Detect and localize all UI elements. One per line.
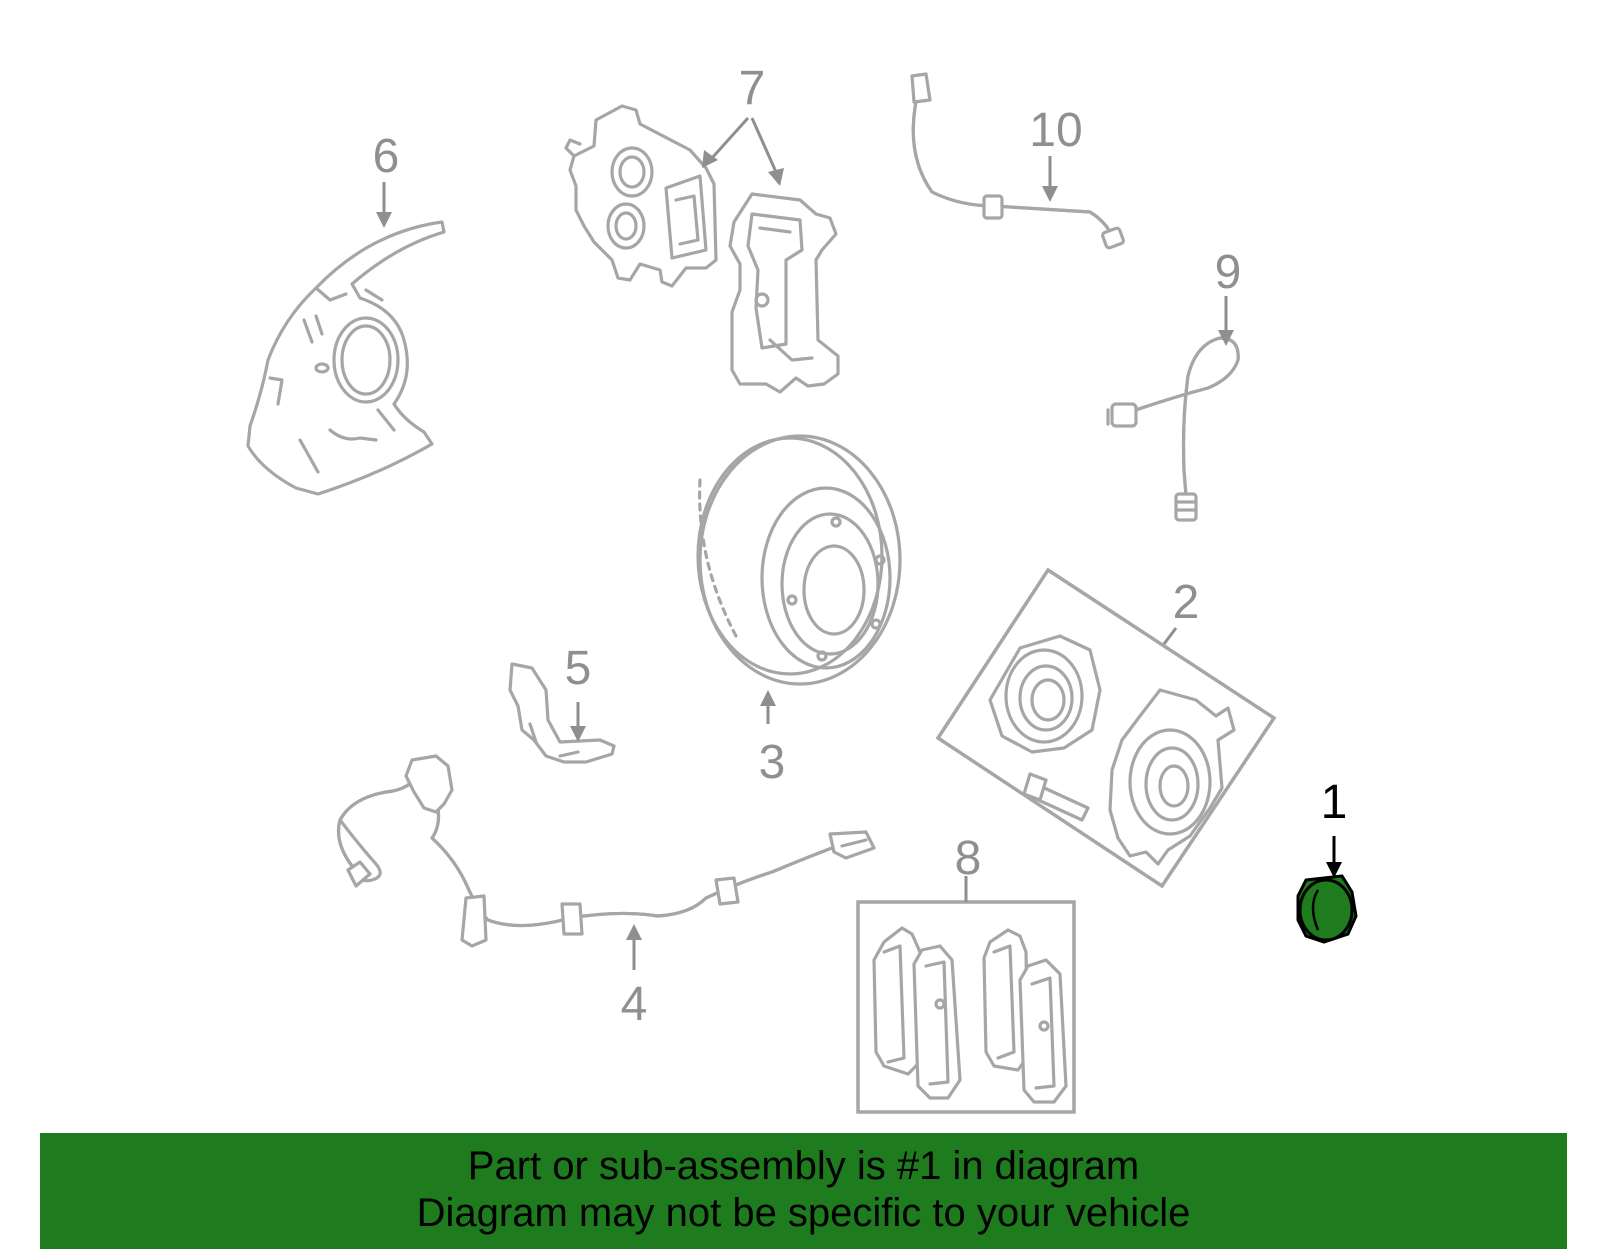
callout-8[interactable]: 8 bbox=[955, 832, 982, 885]
callout-10[interactable]: 10 bbox=[1029, 104, 1082, 157]
callout-3[interactable]: 3 bbox=[759, 736, 786, 789]
callout-labels: 1 2 3 4 5 6 7 8 9 10 bbox=[373, 62, 1348, 1031]
part-4-abs-sensor-harness[interactable] bbox=[336, 754, 876, 948]
part-10-brake-hose[interactable] bbox=[910, 72, 1125, 250]
part-2-hub-bearing-kit[interactable] bbox=[935, 567, 1277, 889]
part-8-brake-pad-kit[interactable] bbox=[856, 900, 1076, 1114]
callout-5[interactable]: 5 bbox=[565, 642, 592, 695]
banner-line-2: Diagram may not be specific to your vehi… bbox=[416, 1191, 1191, 1235]
callout-9[interactable]: 9 bbox=[1215, 246, 1242, 299]
callout-6[interactable]: 6 bbox=[373, 130, 400, 183]
part-3-rotor[interactable] bbox=[696, 434, 902, 686]
info-banner: Part or sub-assembly is #1 in diagram Di… bbox=[40, 1133, 1567, 1249]
part-1-hub-cap-highlighted[interactable] bbox=[1296, 874, 1358, 944]
banner-line-1: Part or sub-assembly is #1 in diagram bbox=[467, 1144, 1140, 1188]
part-7-caliper-bracket[interactable] bbox=[728, 192, 840, 394]
callout-1[interactable]: 1 bbox=[1321, 776, 1348, 829]
callout-leaders bbox=[376, 116, 1342, 970]
part-6-dust-shield[interactable] bbox=[246, 220, 446, 496]
part-7-caliper[interactable] bbox=[564, 104, 718, 288]
part-9-brake-line[interactable] bbox=[1106, 336, 1240, 522]
callout-4[interactable]: 4 bbox=[621, 978, 648, 1031]
callout-7[interactable]: 7 bbox=[739, 62, 766, 115]
callout-2[interactable]: 2 bbox=[1173, 576, 1200, 629]
part-5-bracket[interactable] bbox=[508, 662, 616, 764]
